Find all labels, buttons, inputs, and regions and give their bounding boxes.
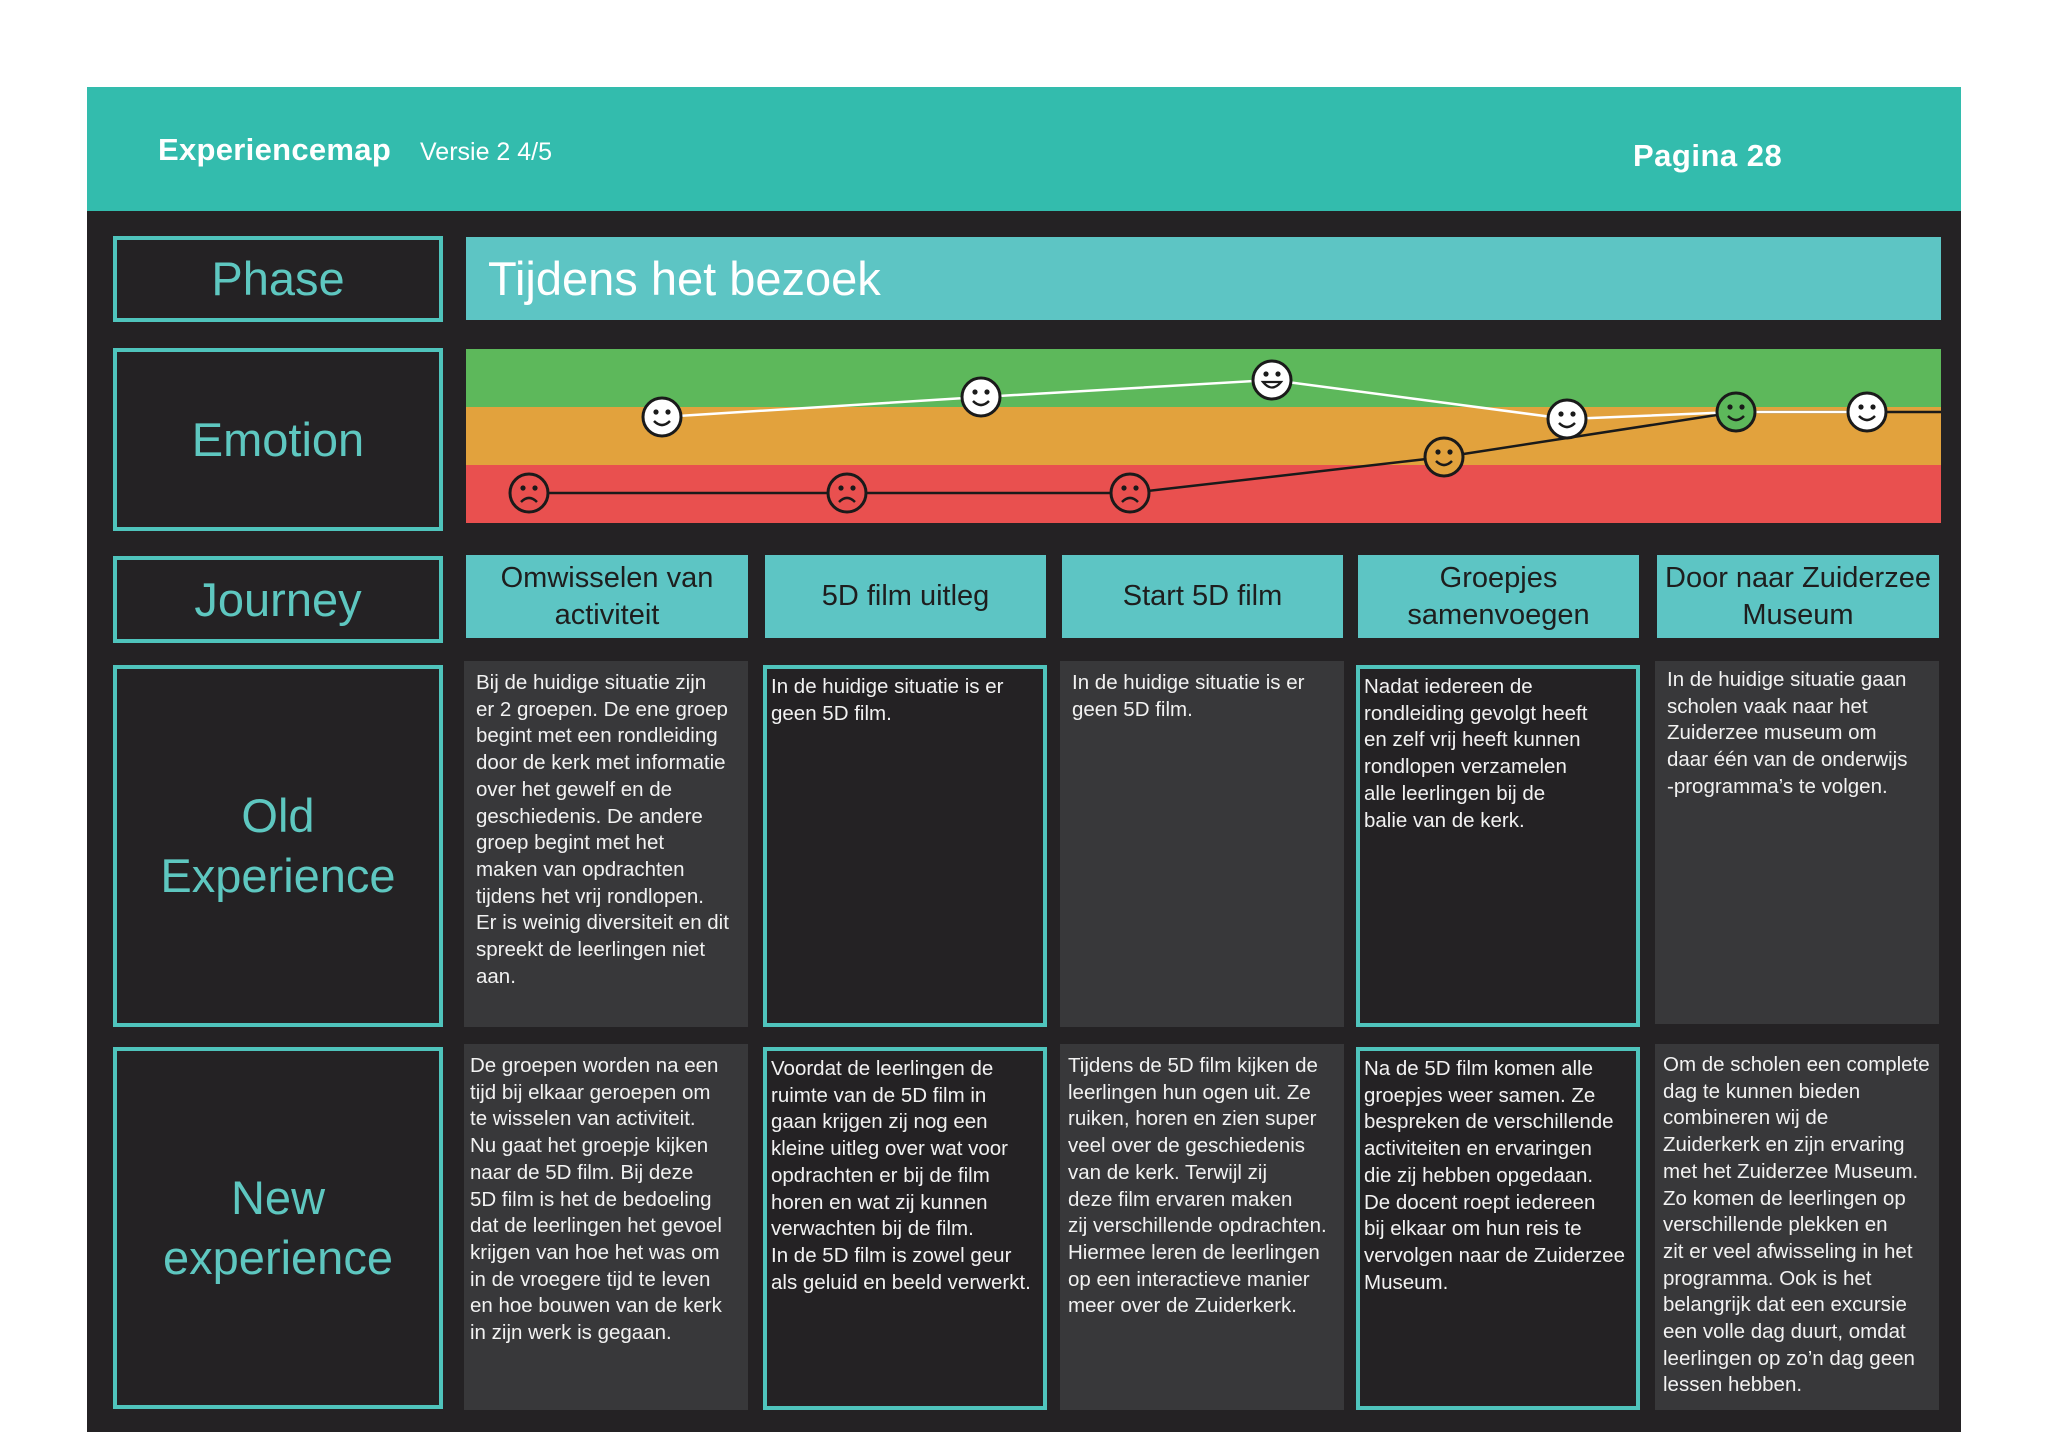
smile-face-icon xyxy=(960,376,1002,418)
row-label-emotion: Emotion xyxy=(113,348,443,531)
smile-face-icon xyxy=(641,396,683,438)
journey-step: Omwisselen van activiteit xyxy=(466,555,748,638)
new-experience-cell: Voordat de leerlingen de ruimte van de 5… xyxy=(763,1047,1047,1410)
emotion-zone-neutral xyxy=(466,407,1941,465)
journey-step: Groepjes samenvoegen xyxy=(1358,555,1639,638)
new-experience-cell: Na de 5D film komen alle groepjes weer s… xyxy=(1356,1047,1640,1410)
emotion-chart xyxy=(466,349,1941,523)
page-number: Pagina 28 xyxy=(1633,138,1783,173)
sad-face-icon xyxy=(1109,472,1151,514)
journey-step: Start 5D film xyxy=(1062,555,1343,638)
sad-face-icon xyxy=(826,472,868,514)
brand-title: Experiencemap xyxy=(158,132,392,167)
version-label: Versie 2 4/5 xyxy=(420,138,553,166)
smile-face-icon xyxy=(1846,391,1888,433)
row-label-old-experience: Old Experience xyxy=(113,665,443,1027)
smile-face-icon xyxy=(1546,398,1588,440)
journey-step: Door naar Zuiderzee Museum xyxy=(1657,555,1939,638)
grin-face-icon xyxy=(1251,359,1293,401)
smile-face-icon xyxy=(1423,436,1465,478)
journey-step: 5D film uitleg xyxy=(765,555,1046,638)
old-experience-cell: In de huidige situatie is er geen 5D fil… xyxy=(763,665,1047,1027)
new-experience-cell: De groepen worden na een tijd bij elkaar… xyxy=(464,1044,748,1410)
old-experience-cell: In de huidige situatie gaan scholen vaak… xyxy=(1655,661,1939,1024)
row-label-phase: Phase xyxy=(113,236,443,322)
emotion-zone-positive xyxy=(466,349,1941,407)
row-label-new-experience: New experience xyxy=(113,1047,443,1409)
sad-face-icon xyxy=(508,472,550,514)
phase-title: Tijdens het bezoek xyxy=(466,237,1941,320)
emotion-line-new xyxy=(661,378,1867,421)
old-experience-cell: Bij de huidige situatie zijn er 2 groepe… xyxy=(464,661,748,1027)
row-label-journey: Journey xyxy=(113,556,443,643)
old-experience-cell: Nadat iedereen de rondleiding gevolgt he… xyxy=(1356,665,1640,1027)
new-experience-cell: Tijdens de 5D film kijken de leerlingen … xyxy=(1060,1044,1344,1410)
old-experience-cell: In de huidige situatie is er geen 5D fil… xyxy=(1060,661,1344,1027)
smile-face-icon xyxy=(1715,391,1757,433)
new-experience-cell: Om de scholen een complete dag te kunnen… xyxy=(1655,1044,1939,1410)
header-bar xyxy=(87,87,1961,211)
